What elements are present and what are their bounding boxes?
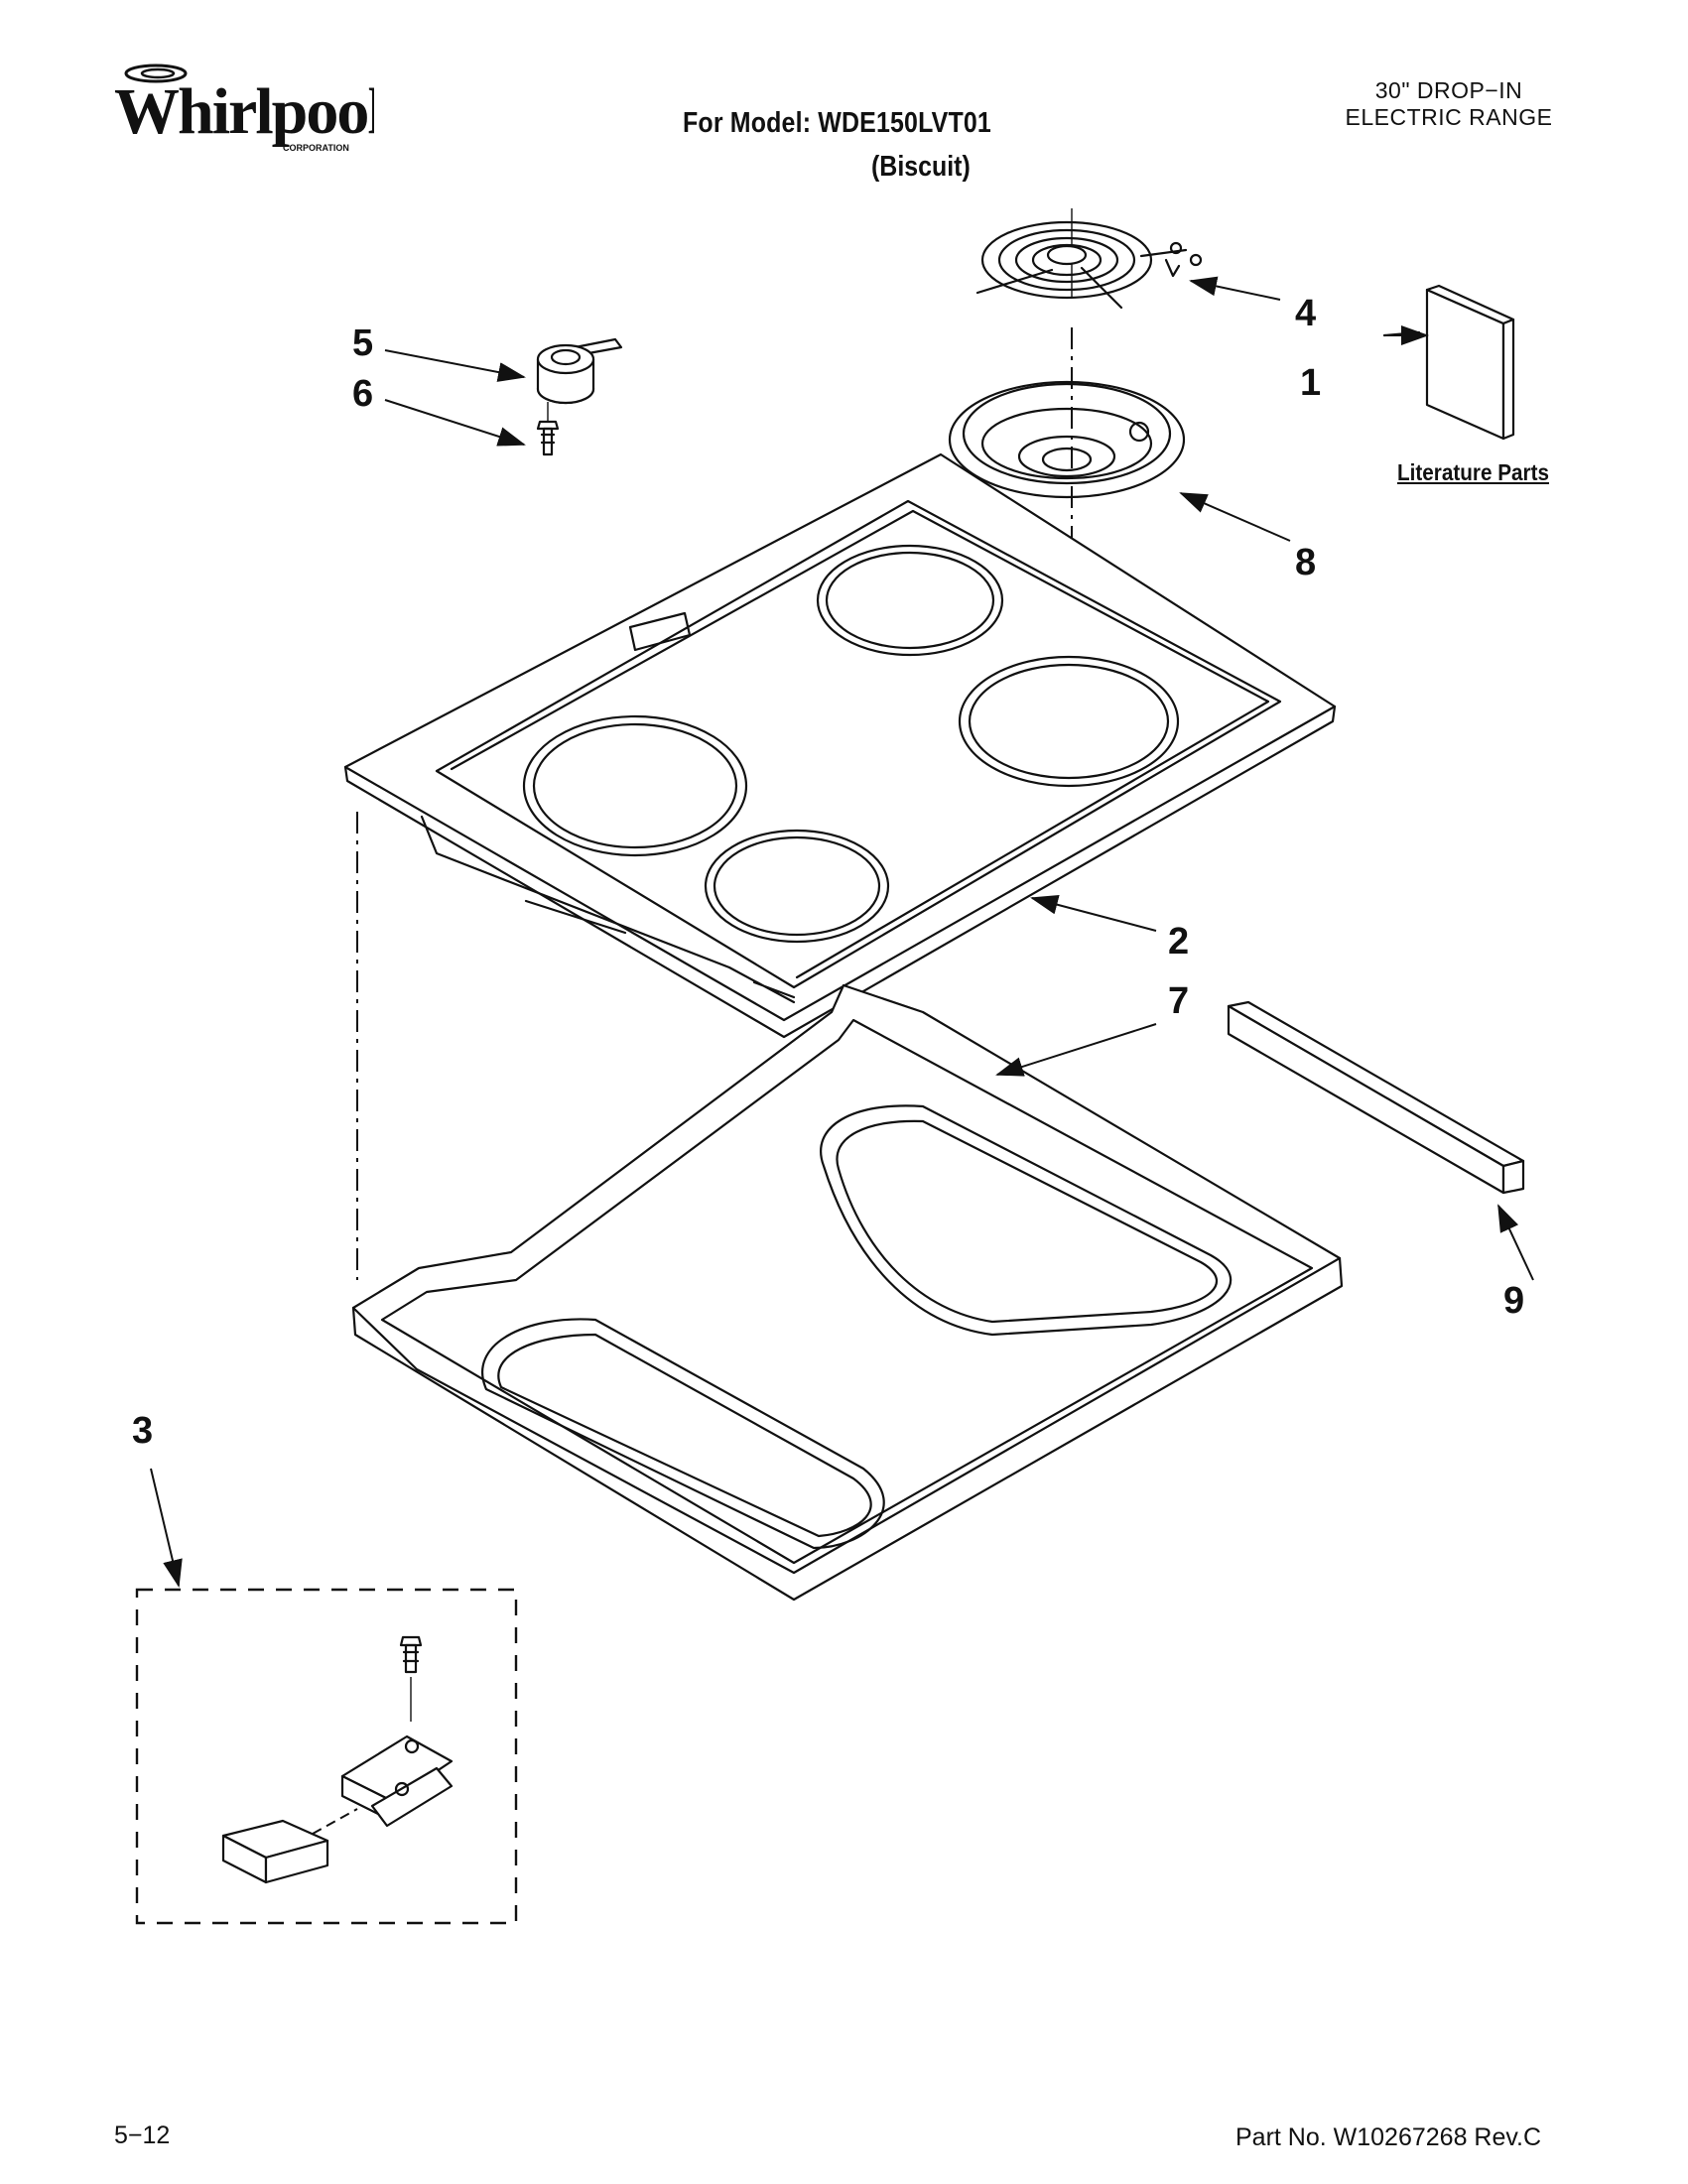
callout-8: 8 — [1295, 542, 1317, 583]
callout-9: 9 — [1503, 1280, 1525, 1322]
callout-leader-lines — [150, 276, 1534, 1588]
burner-box-part — [351, 983, 1344, 1602]
literature-parts-label: Literature Parts — [1397, 459, 1550, 485]
callout-4: 4 — [1295, 293, 1317, 334]
model-number: For Model: WDE150LVT01 — [683, 107, 991, 139]
thermostat-part — [536, 337, 623, 456]
drip-bowl-part — [948, 327, 1186, 707]
page-number: 5−12 — [114, 2121, 171, 2149]
callout-2: 2 — [1168, 921, 1190, 963]
product-type-line1: 30" DROP−IN — [1374, 77, 1523, 103]
whirlpool-logo: Whirlpool CORPORATION — [114, 62, 374, 156]
whirlpool-logo-swirl: Whirlpool CORPORATION — [114, 64, 374, 153]
callout-7: 7 — [1168, 980, 1190, 1022]
trim-strip-part — [1227, 1000, 1525, 1195]
callout-6: 6 — [352, 373, 374, 415]
callout-3: 3 — [132, 1410, 154, 1452]
part-number: Part No. W10267268 Rev.C — [1235, 2123, 1542, 2151]
surface-element-part — [975, 208, 1203, 310]
product-type: 30" DROP−IN ELECTRIC RANGE — [1300, 77, 1598, 131]
callout-5: 5 — [352, 322, 374, 364]
brand-subtitle: CORPORATION — [283, 143, 349, 153]
literature-part — [1425, 284, 1515, 441]
brand-wordmark: Whirlpool — [114, 75, 374, 148]
model-variant: (Biscuit) — [871, 151, 971, 183]
cooktop-part — [343, 452, 1337, 1039]
anti-tip-kit-box — [135, 1588, 518, 1925]
product-type-line2: ELECTRIC RANGE — [1345, 104, 1553, 130]
callout-1: 1 — [1300, 362, 1322, 404]
anti-tip-bracket-part — [221, 1635, 454, 1884]
